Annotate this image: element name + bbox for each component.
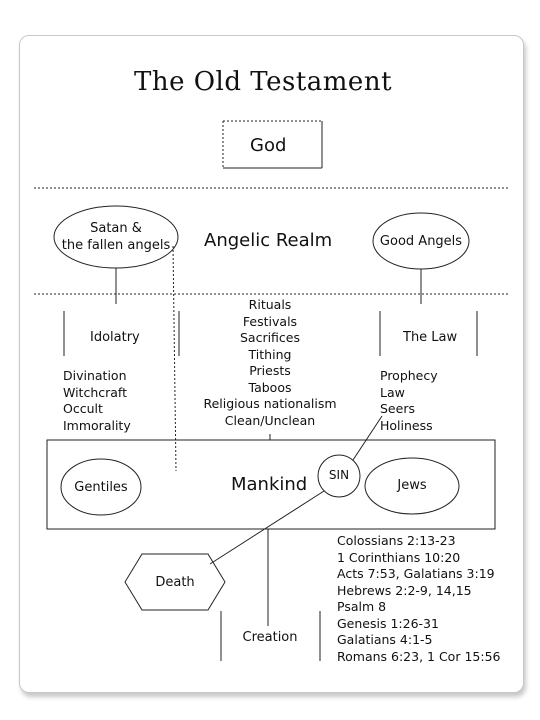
law-outcome-item: Prophecy	[380, 368, 438, 383]
sin-circle	[317, 454, 361, 498]
mankind-box	[46, 439, 496, 530]
angelic-realm-label: Angelic Realm	[204, 230, 333, 251]
sin-label: SIN	[328, 468, 350, 482]
page-title: The Old Testament	[134, 67, 393, 97]
gentiles-oval	[60, 458, 142, 516]
slide-frame: The Old Testament God Satan & the fallen…	[19, 35, 524, 693]
reference-item: Psalm 8	[337, 599, 387, 614]
reference-item: Acts 7:53, Galatians 3:19	[337, 566, 495, 581]
reference-item: Hebrews 2:2-9, 14,15	[337, 582, 472, 598]
mankind-label: Mankind	[231, 474, 308, 495]
religion-item: Festivals	[242, 313, 298, 329]
religion-item: Tithing	[248, 346, 292, 362]
law-outcome-item: Holiness	[380, 417, 433, 433]
reference-item: Genesis 1:26-31	[337, 615, 439, 631]
god-label: God	[250, 135, 287, 156]
satan-oval	[53, 205, 179, 269]
fallen-angels-to-mankind	[172, 245, 177, 472]
religion-item: Clean/Unclean	[224, 412, 316, 428]
practice-item: Immorality	[63, 417, 131, 433]
sin-to-death-line	[209, 490, 325, 565]
good-angels-label: Good Angels	[379, 234, 463, 249]
idolatry-label: Idolatry	[90, 330, 140, 345]
practice-item: Occult	[63, 401, 103, 416]
religion-item: Taboos	[248, 379, 292, 395]
creation-label: Creation	[242, 630, 298, 645]
reference-item: 1 Corinthians 10:20	[337, 549, 461, 565]
practice-item: Witchcraft	[63, 384, 128, 400]
idolatry-practices-list: Divination Witchcraft Occult Immorality	[63, 368, 131, 434]
jews-oval	[364, 457, 460, 515]
law-outcomes-list: Prophecy Law Seers Holiness	[380, 368, 438, 434]
satan-label: Satan &	[90, 221, 142, 236]
fallen-angels-label: the fallen angels	[61, 238, 171, 253]
religion-item: Priests	[249, 363, 291, 378]
diagram-canvas	[34, 120, 510, 661]
reference-item: Galatians 4:1-5	[337, 632, 433, 647]
practice-item: Divination	[63, 368, 127, 383]
the-law-label: The Law	[403, 330, 458, 345]
gentiles-label: Gentiles	[74, 480, 128, 495]
jews-label: Jews	[397, 478, 427, 493]
religion-list: Rituals Festivals Sacrifices Tithing Pri…	[203, 297, 336, 429]
sin-to-law-line	[352, 415, 383, 461]
religion-item: Sacrifices	[239, 330, 301, 345]
death-label: Death	[155, 575, 195, 590]
religion-item: Religious nationalism	[203, 396, 337, 411]
scripture-references: Colossians 2:13-23 1 Corinthians 10:20 A…	[337, 533, 500, 665]
religion-item: Rituals	[248, 297, 292, 312]
law-outcome-item: Law	[380, 384, 405, 400]
law-outcome-item: Seers	[380, 401, 415, 416]
death-hexagon	[124, 553, 226, 611]
reference-item: Colossians 2:13-23	[337, 533, 456, 548]
reference-item: Romans 6:23, 1 Cor 15:56	[337, 648, 501, 664]
